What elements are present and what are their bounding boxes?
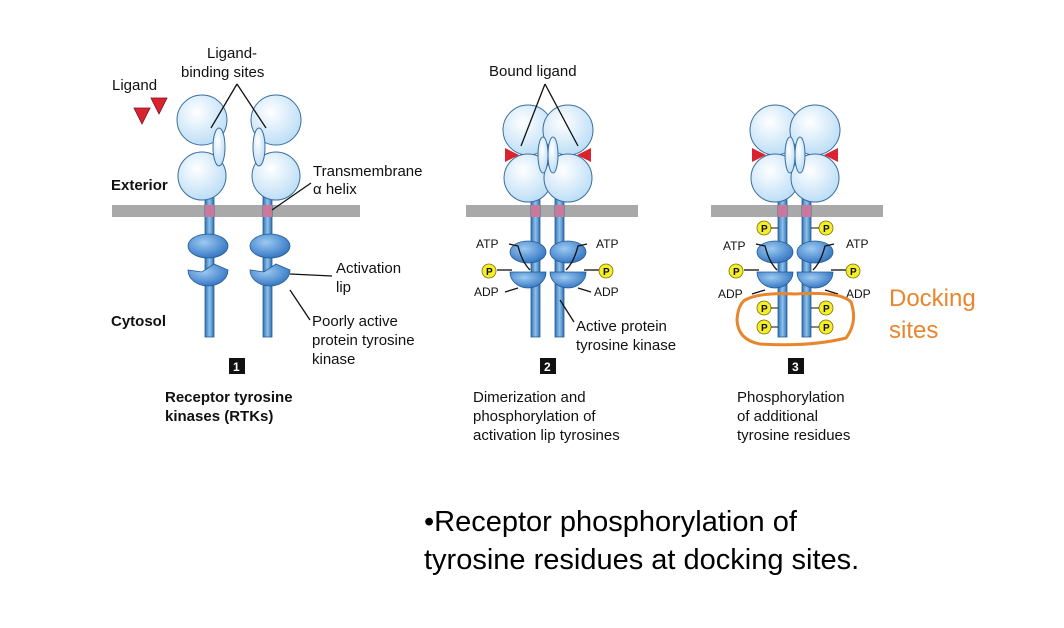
- docking-sites-label-line2: sites: [889, 317, 938, 344]
- ligand-triangle: [150, 97, 168, 115]
- panel-1-receptors: [176, 94, 302, 338]
- panel-number-badge: [788, 358, 804, 374]
- phosphate-links: [771, 227, 819, 328]
- panel-1-caption-line1: Receptor tyrosine: [165, 389, 293, 406]
- poorly-active-label-line2: protein tyrosine: [312, 332, 415, 349]
- ligand-label: Ligand: [112, 77, 157, 94]
- phosphate-label: P: [823, 323, 830, 334]
- membrane-panel-2: [466, 205, 638, 217]
- docking-sites-label-line1: Docking: [889, 285, 976, 312]
- panel-1-number: 1: [233, 360, 240, 374]
- phosphate-label: P: [486, 267, 493, 278]
- panel-3-caption-line2: of additional: [737, 408, 818, 425]
- atp-label: ATP: [846, 237, 868, 251]
- phosphate-label: P: [603, 267, 610, 278]
- ligand-triangle: [133, 107, 151, 125]
- transmembrane-label-line2: α helix: [313, 181, 357, 198]
- phosphate-icon: [481, 263, 497, 279]
- panel-2-number: 2: [544, 360, 551, 374]
- adp-label: ADP: [474, 285, 499, 299]
- panel-2-caption-line2: phosphorylation of: [473, 408, 596, 425]
- poorly-active-label-line3: kinase: [312, 351, 355, 368]
- atp-label: ATP: [723, 239, 745, 253]
- bullet-text-line2: tyrosine residues at docking sites.: [424, 544, 859, 576]
- phosphate-icon: [845, 263, 861, 279]
- activation-lip-label-line1: Activation: [336, 260, 401, 277]
- membrane-panel-3: [711, 205, 883, 217]
- panel-3-receptor-dimer: [749, 104, 841, 338]
- phosphate-label: P: [733, 267, 740, 278]
- panel-number-badge: [229, 358, 245, 374]
- panel-1-caption-line2: kinases (RTKs): [165, 408, 273, 425]
- docking-sites-outline: [735, 291, 856, 347]
- bullet-text-line1: •Receptor phosphorylation of: [424, 506, 798, 538]
- panel-2-receptor-dimer: [502, 104, 594, 338]
- panel-2-leader-lines: [497, 83, 599, 323]
- panel-2-caption-line3: activation lip tyrosines: [473, 427, 620, 444]
- adp-label: ADP: [846, 287, 871, 301]
- phosphate-label: P: [850, 267, 857, 278]
- panel-3-number: 3: [792, 360, 799, 374]
- phosphate-label: P: [823, 224, 830, 235]
- activation-lip-label-line2: lip: [336, 279, 351, 296]
- bound-ligand-label: Bound ligand: [489, 63, 577, 80]
- poorly-active-label-line1: Poorly active: [312, 313, 398, 330]
- active-kinase-label-line1: Active protein: [576, 318, 667, 335]
- phosphate-label: P: [761, 304, 768, 315]
- phosphate-icon: [598, 263, 614, 279]
- phosphate-icon: [728, 263, 744, 279]
- binding-sites-label-line1: Ligand-: [207, 45, 257, 62]
- panel-3-leader-lines: [744, 243, 846, 295]
- binding-sites-label-line2: binding sites: [181, 64, 264, 81]
- adp-label: ADP: [718, 287, 743, 301]
- active-kinase-label-line2: tyrosine kinase: [576, 337, 676, 354]
- panel-2-caption-line1: Dimerization and: [473, 389, 586, 406]
- phosphate-label: P: [761, 224, 768, 235]
- panel-3-caption-line3: tyrosine residues: [737, 427, 850, 444]
- transmembrane-label-line1: Transmembrane: [313, 163, 422, 180]
- exterior-label: Exterior: [111, 177, 168, 194]
- panel-number-badge: [540, 358, 556, 374]
- adp-label: ADP: [594, 285, 619, 299]
- membrane-panel-1: [112, 205, 360, 217]
- phosphate-label: P: [761, 323, 768, 334]
- atp-label: ATP: [596, 237, 618, 251]
- panel-3-caption-line1: Phosphorylation: [737, 389, 845, 406]
- phosphate-label: P: [823, 304, 830, 315]
- panel-1-leader-lines: [210, 83, 333, 321]
- cytosol-label: Cytosol: [111, 313, 166, 330]
- atp-label: ATP: [476, 237, 498, 251]
